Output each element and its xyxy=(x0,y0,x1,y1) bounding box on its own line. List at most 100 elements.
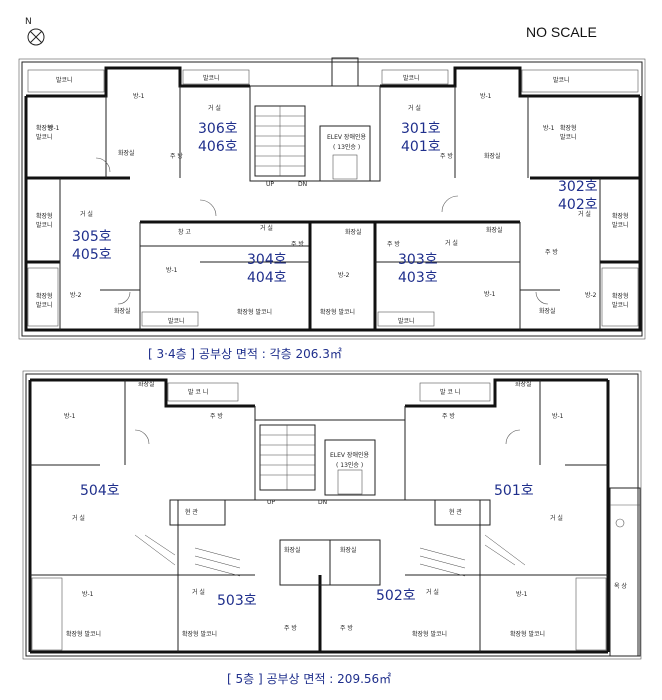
room-balcony: 발코니 xyxy=(168,317,185,325)
room-ext-balcony-top: 확장형 xyxy=(612,292,629,300)
room-ext-balcony-bottom: 발코니 xyxy=(36,221,53,229)
room-balcony: 발 코 니 xyxy=(440,388,460,396)
plan-5-caption: [ 5층 ] 공부상 면적 : 209.56㎡ xyxy=(227,672,391,686)
plan-3-4-floor: 306호 406호 301호 401호 302호 402호 305호 405호 … xyxy=(18,57,646,361)
unit-402-label: 402호 xyxy=(558,197,598,213)
elev-capacity: ( 13인승 ) xyxy=(336,462,363,469)
room-ext-balcony-top: 확장형 xyxy=(36,212,53,220)
room-kitchen: 주 방 xyxy=(545,248,558,256)
room-ext-balcony-top: 확장형 xyxy=(560,124,577,132)
room-kitchen: 주 방 xyxy=(291,240,304,248)
room-ext-balcony: 확장형 발코니 xyxy=(237,308,272,316)
room-bed1: 방-1 xyxy=(480,92,492,100)
room-bath: 화장실 xyxy=(484,152,501,160)
room-bath: 화장실 xyxy=(340,546,357,554)
north-arrow-icon: N xyxy=(25,17,45,46)
unit-306-label: 306호 xyxy=(198,121,238,137)
room-balcony: 발코니 xyxy=(398,317,415,325)
room-roof: 옥 상 xyxy=(614,582,627,590)
unit-305-label: 305호 xyxy=(72,229,112,245)
unit-503-label: 503호 xyxy=(217,593,257,609)
room-ext-balcony-bottom: 발코니 xyxy=(36,133,53,141)
unit-303-label: 303호 xyxy=(398,252,438,268)
room-ext-balcony-bottom: 발코니 xyxy=(560,133,577,141)
room-bath: 화장실 xyxy=(138,380,155,388)
unit-404-label: 404호 xyxy=(247,270,287,286)
room-kitchen: 주 방 xyxy=(340,624,353,632)
room-balcony: 발코니 xyxy=(403,74,420,82)
stair-down-label: DN xyxy=(318,499,327,506)
room-bed1: 방-1 xyxy=(484,290,496,298)
room-bed2: 방-2 xyxy=(70,291,82,299)
room-bed1: 방-1 xyxy=(552,412,564,420)
room-bath: 화장실 xyxy=(345,228,362,236)
room-ext-balcony-bottom: 발코니 xyxy=(36,301,53,309)
room-ext-balcony: 확장형 발코니 xyxy=(66,630,101,638)
room-kitchen: 주 방 xyxy=(210,412,223,420)
room-bed1: 방-1 xyxy=(48,124,60,132)
stair-down-label: DN xyxy=(298,181,307,188)
room-bath: 화장실 xyxy=(539,307,556,315)
room-living: 거 실 xyxy=(578,210,591,218)
room-bath: 화장실 xyxy=(114,307,131,315)
room-kitchen: 주 방 xyxy=(170,152,183,160)
room-bed1: 방-1 xyxy=(82,590,94,598)
unit-502-label: 502호 xyxy=(376,588,416,604)
room-ext-balcony: 확장형 발코니 xyxy=(320,308,355,316)
room-ext-balcony-top: 확장형 xyxy=(612,212,629,220)
room-living: 거 실 xyxy=(208,104,221,112)
stair-up-label: UP xyxy=(266,181,274,188)
unit-501-label: 501호 xyxy=(494,483,534,499)
unit-405-label: 405호 xyxy=(72,247,112,263)
room-kitchen: 주 방 xyxy=(387,240,400,248)
room-ext-balcony: 확장형 발코니 xyxy=(510,630,545,638)
north-label: N xyxy=(25,17,32,27)
room-ext-balcony: 확장형 발코니 xyxy=(182,630,217,638)
room-bath: 화장실 xyxy=(118,149,135,157)
room-living: 거 실 xyxy=(260,224,273,232)
room-bed2: 방-2 xyxy=(585,291,597,299)
unit-406-label: 406호 xyxy=(198,139,238,155)
room-living: 거 실 xyxy=(72,514,85,522)
room-bath: 화장실 xyxy=(486,226,503,234)
unit-403-label: 403호 xyxy=(398,270,438,286)
elev-capacity: ( 13인승 ) xyxy=(333,144,360,151)
room-balcony: 발코니 xyxy=(56,76,73,84)
room-ext-balcony-bottom: 발코니 xyxy=(612,221,629,229)
elev-label: ELEV 장애인용 xyxy=(327,133,366,141)
room-entry: 현 관 xyxy=(449,508,462,516)
room-ext-balcony-top: 확장형 xyxy=(36,292,53,300)
room-living: 거 실 xyxy=(550,514,563,522)
room-bed1: 방-1 xyxy=(133,92,145,100)
no-scale-label: NO SCALE xyxy=(526,24,597,40)
stair-up-label: UP xyxy=(267,499,275,506)
room-bed2: 방-2 xyxy=(338,271,350,279)
room-bath: 화장실 xyxy=(515,380,532,388)
room-storage: 창 고 xyxy=(178,228,191,236)
unit-401-label: 401호 xyxy=(401,139,441,155)
room-living: 거 실 xyxy=(426,588,439,596)
room-kitchen: 주 방 xyxy=(284,624,297,632)
room-balcony: 발코니 xyxy=(203,74,220,82)
room-bed1: 방-1 xyxy=(543,124,555,132)
room-living: 거 실 xyxy=(445,239,458,247)
unit-301-label: 301호 xyxy=(401,121,441,137)
room-ext-balcony: 확장형 발코니 xyxy=(412,630,447,638)
room-bed1: 방-1 xyxy=(64,412,76,420)
room-living: 거 실 xyxy=(192,588,205,596)
room-ext-balcony-top: 확장형 xyxy=(36,124,53,132)
room-kitchen: 주 방 xyxy=(442,412,455,420)
room-bath: 화장실 xyxy=(284,546,301,554)
room-living: 거 실 xyxy=(408,104,421,112)
room-ext-balcony-bottom: 발코니 xyxy=(612,301,629,309)
room-bed1: 방-1 xyxy=(166,266,178,274)
unit-302-label: 302호 xyxy=(558,179,598,195)
room-balcony: 발 코 니 xyxy=(188,388,208,396)
room-living: 거 실 xyxy=(80,210,93,218)
room-kitchen: 주 방 xyxy=(440,152,453,160)
room-entry: 현 관 xyxy=(185,508,198,516)
elev-label: ELEV 장애인용 xyxy=(330,451,369,459)
room-balcony: 발코니 xyxy=(553,76,570,84)
plan-5-floor: 504호 501호 503호 502호 ELEV 장애인용 ( 13인승 ) 발… xyxy=(22,370,642,686)
